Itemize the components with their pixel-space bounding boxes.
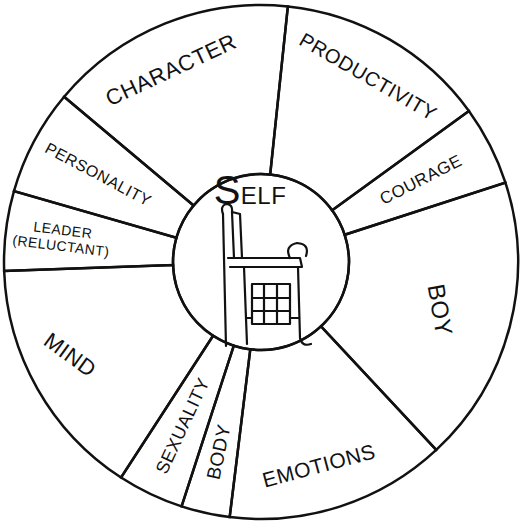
segment-label: MIND [39,328,101,383]
segment-label: EMOTIONS [260,439,378,492]
outline-shape [270,6,469,210]
wheel-segment: BOY [319,180,520,452]
segment-label: CHARACTER [102,29,241,112]
segment-label: BODY [202,423,235,482]
outline-shape [332,111,505,235]
segment-label: LEADER (RELUCTANT) [12,216,113,260]
outline-shape [14,97,194,238]
outline-shape [321,183,518,450]
outline-shape [4,265,213,477]
segment-label: BOY [422,282,458,338]
segment-label: PRODUCTIVITY [295,28,441,125]
outline [319,180,520,452]
outline-shape [121,336,234,507]
outline [227,324,439,521]
outline-shape [230,326,437,519]
wheel-segment: SEXUALITY [119,333,236,509]
wheel-segment: EMOTIONS [227,324,439,521]
segment-label: PERSONALITY [41,139,153,210]
center-label: SELF [214,167,287,213]
wheel-segment: COURAGE [330,108,508,237]
